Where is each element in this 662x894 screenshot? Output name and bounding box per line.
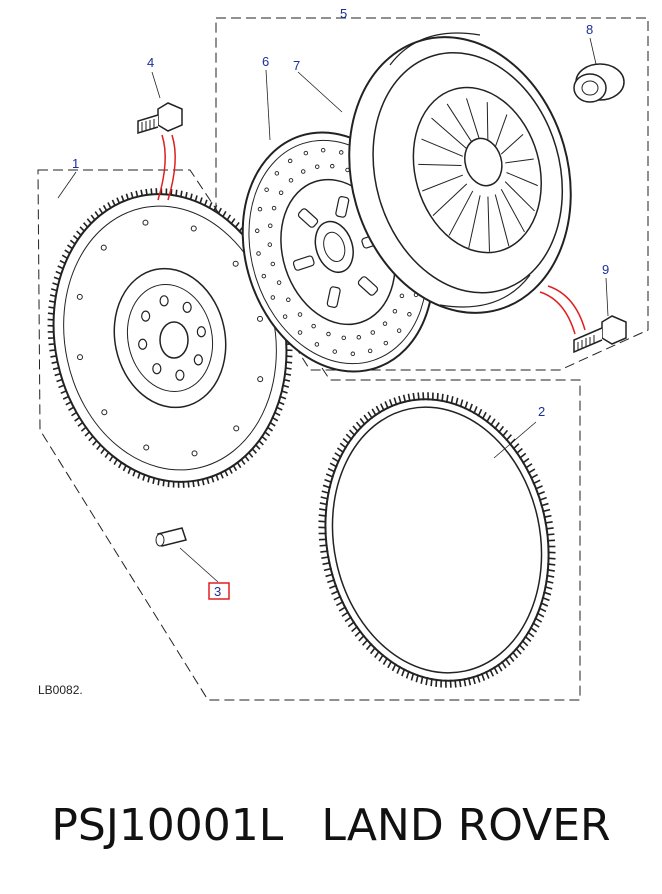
pressure-plate-diaphragm-fingers [418,98,538,252]
dowel [155,527,187,547]
bolt-9-path [539,285,586,335]
diagram-reference-code: LB0082. [38,683,83,697]
flywheel-bolt-holes [138,295,206,381]
callout-2: 2 [538,404,545,419]
pressure-plate-bolt [573,315,627,354]
leader-7 [297,71,343,113]
bolt-4-path [157,134,176,201]
flywheel-bolt [137,102,183,135]
brand-name: LAND ROVER [321,799,611,851]
leader-1 [57,171,77,199]
callout-4: 4 [147,55,154,70]
callout-1: 1 [72,156,79,171]
callout-3-highlight [208,582,230,600]
leader-6 [265,69,271,141]
leader-4 [151,71,161,99]
release-bearing [573,63,625,103]
callout-6: 6 [262,54,269,69]
ring-gear [318,392,556,688]
callout-9: 9 [602,262,609,277]
flywheel-group-outline [37,169,581,701]
callout-7: 7 [293,58,300,73]
part-number: PSJ10001L [51,799,284,851]
callout-5: 5 [340,6,347,21]
caption: PSJ10001L LAND ROVER [0,790,662,860]
exploded-parts-diagram: 1 2 3 4 5 6 7 8 9 LB0082. [37,6,649,701]
leader-9 [605,277,609,317]
callout-8: 8 [586,22,593,37]
callout-3: 3 [214,584,221,599]
leader-3 [179,547,219,583]
flywheel-outer-holes [76,219,264,457]
leader-2 [493,421,537,459]
pressure-plate [348,32,572,314]
leader-8 [589,37,597,65]
